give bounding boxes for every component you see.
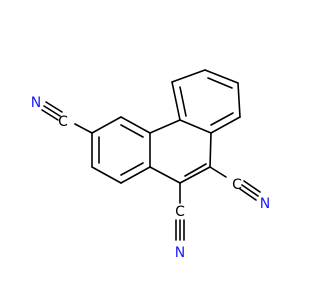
molecule-canvas: C N C N C N [31,69,270,261]
bond-triple [239,188,257,201]
bond [237,82,241,118]
bond-triple [45,101,63,113]
bond-double [120,162,144,176]
atom-label-n-left: N [31,95,41,111]
bond-double [120,124,144,138]
bond [171,69,206,83]
atom-label-n-right: N [260,196,270,212]
bond-triple [43,105,61,117]
bond-triple [41,109,59,121]
bond [171,81,181,121]
bond [91,166,122,184]
bond [209,132,212,168]
bond-double [207,77,233,89]
molecule-structure-diagram: C N C N C N [31,69,270,261]
bond-lines [41,69,261,241]
bond-triple [243,180,261,193]
bond [179,119,212,134]
bond [209,166,227,178]
bond-double [210,112,234,126]
bond [120,116,151,134]
bond [179,166,211,184]
bond [120,166,151,184]
atom-labels: C N C N C N [31,95,270,261]
atom-label-n-bottom: N [175,245,185,261]
atom-label-c-right: C [232,177,242,193]
bond-double [179,86,187,117]
bond [210,116,241,134]
bond-triple [241,184,259,197]
bond [149,166,181,184]
bond-double [184,163,207,177]
bond [149,119,181,134]
bond [91,116,122,134]
bond [204,69,239,84]
atom-label-c-left: C [58,114,68,130]
bond [74,123,93,134]
atom-label-c-bottom: C [175,204,185,220]
